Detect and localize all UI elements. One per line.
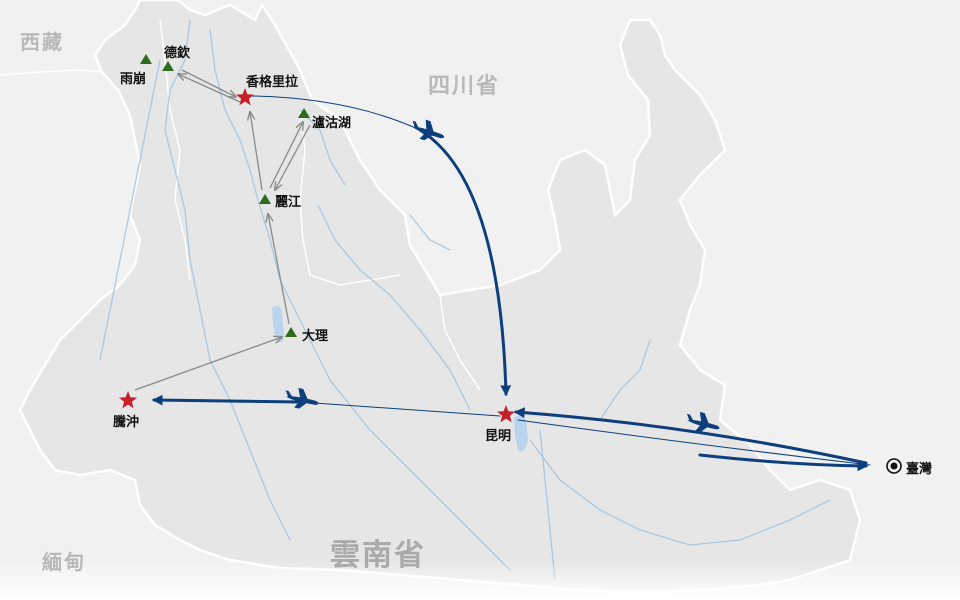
city-label-lugu-lake: 瀘沽湖 — [312, 116, 352, 131]
city-label-yubeng: 雨崩 — [120, 72, 147, 87]
flight-taiwan-kunming — [513, 407, 868, 465]
route-lugu-lijiang — [275, 124, 311, 190]
city-label-lijiang: 麗江 — [275, 195, 302, 210]
city-label-shangrila: 香格里拉 — [246, 75, 299, 90]
flight-shangrila-kunming-thin — [251, 95, 421, 131]
region-label-sichuan: 四川省 — [428, 73, 501, 99]
route-dali-lijiang — [268, 214, 290, 325]
dian-lake — [514, 415, 528, 452]
flight-kunming-taiwan-head — [698, 453, 869, 472]
route-tengchong-dali — [134, 337, 282, 391]
region-label-myanmar: 緬甸 — [42, 550, 86, 574]
target-icon — [886, 458, 902, 474]
triangle-icon — [140, 54, 152, 64]
star-icon — [236, 88, 254, 106]
triangle-icon — [298, 108, 310, 118]
city-label-deqin: 德欽 — [164, 46, 191, 61]
bottom-fade — [0, 560, 960, 600]
region-label-xizang: 西藏 — [20, 30, 64, 54]
route-shangrila-deqin — [178, 74, 241, 103]
triangle-icon — [259, 194, 271, 204]
triangle-icon — [285, 327, 297, 337]
route-lijiang-shangrila — [250, 112, 263, 191]
airplane-icon — [412, 119, 445, 141]
triangle-icon — [162, 61, 174, 71]
city-label-dali: 大理 — [302, 329, 329, 344]
route-deqin-shangrila — [181, 69, 236, 97]
flight-kunming-taiwan — [517, 419, 871, 466]
airplane-icon — [285, 387, 319, 409]
flight-kunming-tengchong-thin — [299, 401, 501, 417]
erhai-lake — [272, 305, 284, 343]
flight-kunming-tengchong — [151, 394, 302, 406]
airplane-icon — [686, 411, 720, 433]
region-label-yunnan: 雲南省 — [330, 538, 426, 573]
internal-boundaries — [0, 19, 481, 391]
star-icon — [497, 405, 515, 423]
flight-routes — [151, 95, 871, 472]
star-icon — [119, 391, 137, 409]
flight-shangrila-kunming — [418, 128, 512, 397]
city-label-taiwan: 臺灣 — [906, 462, 933, 477]
route-lijiang-lugu — [269, 122, 303, 189]
land-routes — [134, 69, 311, 391]
city-label-tengchong: 騰沖 — [113, 415, 140, 430]
city-label-kunming: 昆明 — [485, 429, 512, 444]
rivers — [99, 19, 831, 581]
